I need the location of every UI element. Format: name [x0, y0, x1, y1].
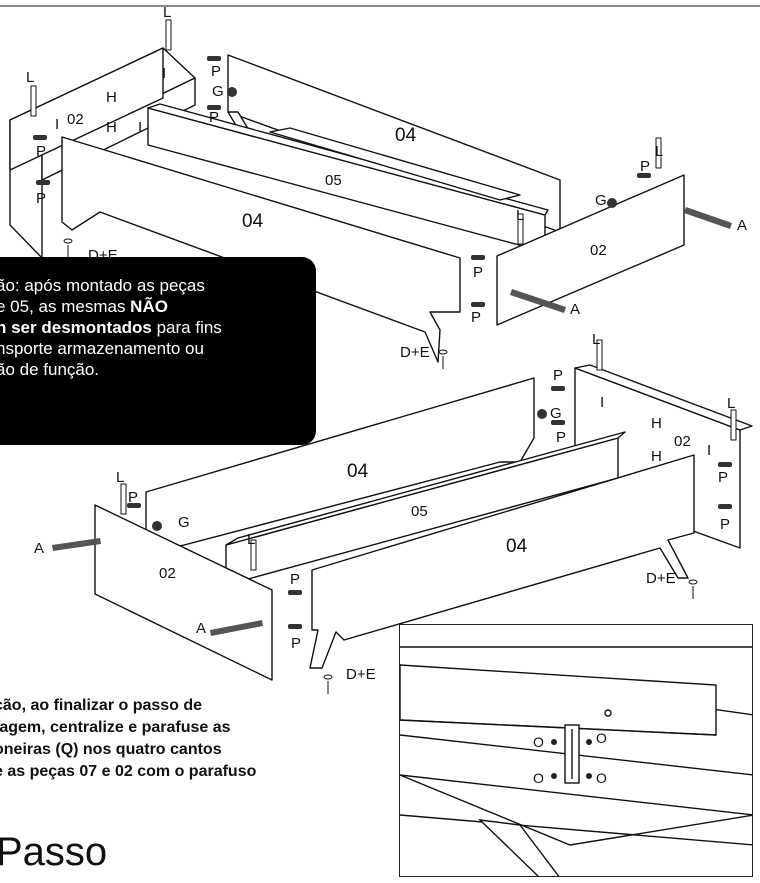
- label-P: P: [36, 143, 47, 160]
- label-P: P: [36, 190, 47, 207]
- corner-bracket-detail: O O O O: [399, 624, 753, 877]
- label-L: L: [116, 469, 125, 486]
- label-A: A: [570, 301, 581, 318]
- label-d-plus-e: D+E: [346, 666, 376, 683]
- label-part-05-bottom: 05: [411, 503, 428, 520]
- label-P: P: [211, 63, 222, 80]
- warning-notice: ão: após montado as peças e 05, as mesma…: [0, 257, 316, 445]
- label-P: P: [473, 264, 484, 281]
- panel-02-bottom-left: [94, 504, 273, 681]
- label-part-05-top: 05: [325, 172, 342, 189]
- label-I: I: [138, 119, 143, 136]
- notice-line-3-text: para fins: [151, 318, 222, 337]
- label-O: O: [596, 770, 607, 786]
- panel-02-top-right: [496, 174, 685, 326]
- label-H: H: [651, 415, 662, 432]
- label-L: L: [26, 69, 35, 86]
- label-I: I: [162, 65, 167, 82]
- label-O: O: [596, 730, 607, 746]
- label-part-04-top-back: 04: [395, 125, 417, 146]
- label-part-04-bottom-front: 04: [506, 536, 528, 557]
- label-A: A: [196, 620, 207, 637]
- label-P: P: [553, 367, 564, 384]
- label-P: P: [209, 109, 220, 126]
- label-G: G: [550, 405, 562, 422]
- bottom-note-line-3: oneiras (Q) nos quatro cantos: [0, 741, 222, 758]
- label-P: P: [640, 158, 651, 175]
- label-P: P: [291, 635, 302, 652]
- label-L: L: [247, 531, 256, 548]
- label-P: P: [471, 309, 482, 326]
- label-L: L: [163, 4, 172, 21]
- notice-line-2-text: e 05, as mesmas: [0, 297, 131, 316]
- label-G: G: [212, 83, 224, 100]
- notice-line-3-bold: n ser desmontados: [0, 318, 152, 337]
- label-O: O: [533, 770, 544, 786]
- step-title: Passo: [0, 830, 108, 874]
- detail-drawing: [400, 646, 752, 876]
- label-A: A: [737, 217, 748, 234]
- bottom-note-line-4: e as peças 07 e 02 com o parafuso: [0, 763, 257, 780]
- label-I: I: [600, 394, 605, 411]
- label-P: P: [290, 571, 301, 588]
- label-d-plus-e: D+E: [400, 344, 430, 361]
- label-I: I: [707, 442, 712, 459]
- label-L: L: [727, 395, 736, 412]
- label-P: P: [128, 489, 139, 506]
- label-part-04-top-front: 04: [242, 211, 264, 232]
- label-H: H: [106, 119, 117, 136]
- label-H: H: [651, 448, 662, 465]
- label-P: P: [718, 469, 729, 486]
- label-L: L: [592, 331, 601, 348]
- label-part-04-bottom-back: 04: [347, 461, 369, 482]
- panel-04-top-front: [61, 136, 461, 363]
- notice-line-5: ão de função.: [0, 360, 100, 379]
- panel-04-bottom-front: [309, 454, 695, 669]
- bottom-instruction-note: ção, ao finalizar o passo de tagem, cent…: [0, 695, 256, 783]
- label-part-02-top-right: 02: [590, 242, 607, 259]
- label-L: L: [655, 143, 664, 160]
- notice-line-1: ão: após montado as peças: [0, 276, 205, 295]
- notice-line-2-bold: NÃO: [130, 297, 168, 316]
- bottom-note-line-2: tagem, centralize e parafuse as: [0, 719, 231, 736]
- label-P: P: [556, 429, 567, 446]
- notice-line-2: e 05, as mesmas NÃO: [0, 296, 316, 317]
- notice-line-4: nsporte armazenamento ou: [0, 339, 204, 358]
- label-H: H: [106, 89, 117, 106]
- label-part-02-top-left: 02: [67, 111, 84, 128]
- label-L: L: [516, 207, 525, 224]
- notice-line-3: n ser desmontados para fins: [0, 317, 316, 338]
- label-O: O: [533, 734, 544, 750]
- label-G: G: [595, 192, 607, 209]
- label-part-02-bottom-right: 02: [674, 433, 691, 450]
- label-d-plus-e: D+E: [646, 570, 676, 587]
- label-G: G: [178, 514, 190, 531]
- label-I: I: [55, 116, 60, 133]
- bottom-note-line-1: ção, ao finalizar o passo de: [0, 697, 203, 714]
- label-P: P: [720, 516, 731, 533]
- label-A: A: [34, 540, 45, 557]
- label-part-02-bottom-left: 02: [159, 565, 176, 582]
